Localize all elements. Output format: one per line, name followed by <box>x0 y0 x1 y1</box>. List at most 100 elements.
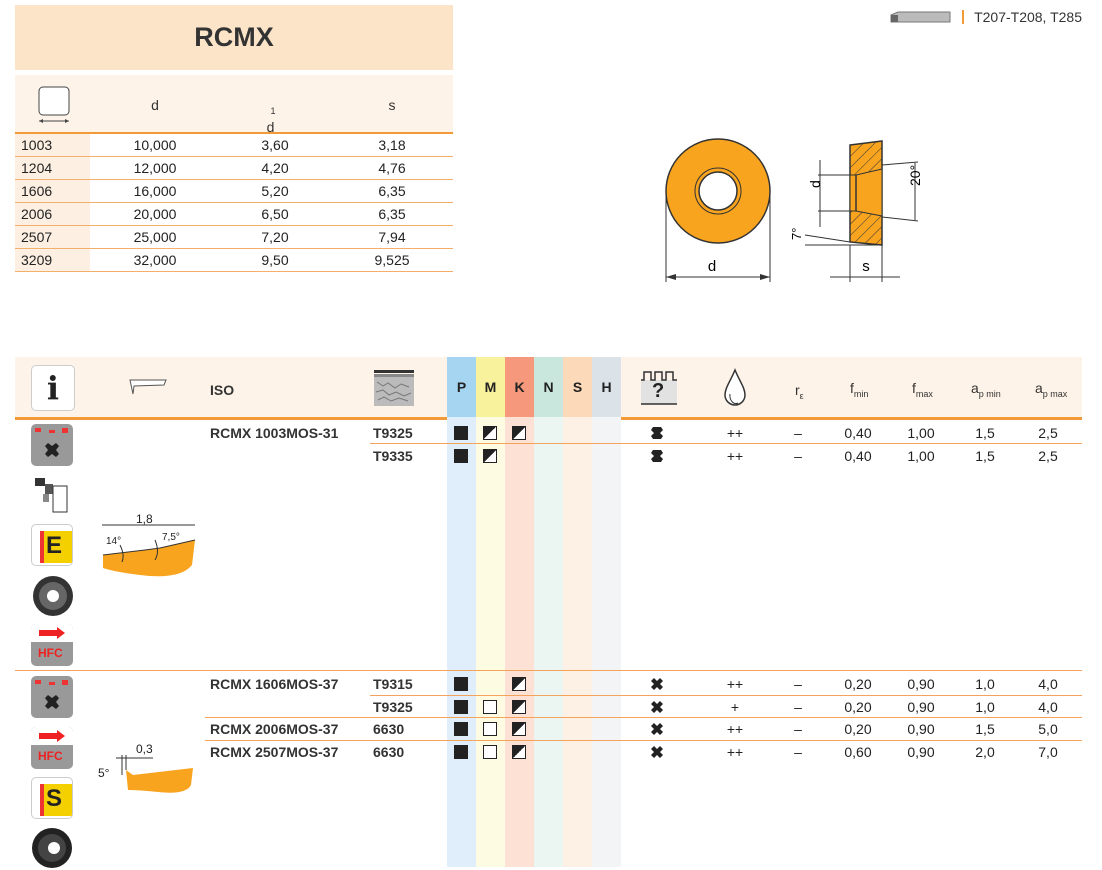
row-divider <box>370 695 1082 696</box>
chip-cross-icon <box>651 701 663 713</box>
material-header: M <box>476 357 505 417</box>
dim-s-label: s <box>862 258 870 275</box>
suitability-full-mark <box>454 677 468 691</box>
suitability-full-mark <box>454 722 468 736</box>
suitability-half-mark <box>483 426 497 440</box>
header-fmax: fmax <box>912 380 933 399</box>
r-value: – <box>794 425 802 441</box>
page-title: RCMX <box>15 5 453 70</box>
suitability-full-mark <box>454 745 468 759</box>
apmin-value: 1,5 <box>975 448 995 464</box>
suitability-half-mark <box>512 677 526 691</box>
d-value: 20,000 <box>133 206 177 222</box>
fmax-value: 0,90 <box>907 744 935 760</box>
suitability-full-mark <box>454 449 468 463</box>
dim-d1-label: d <box>807 180 823 188</box>
apmin-value: 1,5 <box>975 721 995 737</box>
material-header: H <box>592 357 621 417</box>
edge-dim: 0,3 <box>136 742 153 756</box>
material-column-N: N <box>534 357 563 867</box>
d1-value: 6,50 <box>261 206 289 222</box>
edge-angle: 5° <box>98 766 110 780</box>
chip-cross-icon <box>651 678 663 690</box>
application-icon <box>31 676 73 718</box>
suitability-half-mark <box>512 700 526 714</box>
material-header: P <box>447 357 476 417</box>
apmin-sub: p min <box>978 388 1001 399</box>
series-label: T207-T208, T285 <box>974 9 1082 25</box>
header-fmin: fmin <box>850 380 868 399</box>
row-divider <box>15 670 1082 671</box>
dims-row: 2006 20,000 6,50 6,35 <box>15 203 453 226</box>
chip-cross-icon <box>651 723 663 735</box>
cool-value: + <box>730 699 740 715</box>
suitability-empty-mark <box>483 700 497 714</box>
dims-row: 3209 32,000 9,50 9,525 <box>15 249 453 272</box>
suitability-empty-mark <box>483 745 497 759</box>
grade: T9335 <box>373 448 413 464</box>
suitability-half-mark <box>512 722 526 736</box>
apmax-value: 2,5 <box>1038 448 1058 464</box>
chip-cross-icon <box>651 746 663 758</box>
row-divider <box>205 740 1082 741</box>
fmin-value: 0,20 <box>844 699 872 715</box>
edge-geometry-1: 1,8 14° 7,5° <box>100 510 200 580</box>
grade: 6630 <box>373 744 405 760</box>
r-label: r <box>795 382 800 398</box>
fmax-value: 0,90 <box>907 699 935 715</box>
cool-value: ++ <box>726 448 744 464</box>
class-letter: S <box>46 785 63 812</box>
hfc-icon: HFC <box>31 727 73 769</box>
cool-value: ++ <box>726 721 744 737</box>
row-divider <box>205 717 1082 718</box>
size-code: 2006 <box>15 203 90 225</box>
edge-dim: 1,8 <box>136 512 153 526</box>
class-e-icon: E <box>31 524 73 566</box>
coolant-drop-icon <box>724 368 746 406</box>
edge-geometry-2: 0,3 5° <box>98 740 198 800</box>
s-value: 3,18 <box>378 137 406 153</box>
fmin-sub: min <box>853 388 869 399</box>
suitability-half-mark <box>512 426 526 440</box>
apmax-sub: p max <box>1042 388 1068 399</box>
s-value: 4,76 <box>378 160 406 176</box>
info-icon[interactable]: i <box>31 365 75 411</box>
iso-code: RCMX 2006MOS-37 <box>210 721 339 737</box>
chip-double-icon <box>651 450 663 462</box>
header-d: d <box>151 97 159 113</box>
cool-value: ++ <box>726 744 744 760</box>
cutting-edge-icon <box>129 379 167 395</box>
dims-row: 1204 12,000 4,20 4,76 <box>15 157 453 180</box>
size-code: 2507 <box>15 226 90 248</box>
fmax-value: 1,00 <box>907 448 935 464</box>
s-value: 9,525 <box>374 252 410 268</box>
tool-holder-icon <box>890 11 951 23</box>
d-value: 25,000 <box>133 229 177 245</box>
fmin-value: 0,20 <box>844 676 872 692</box>
fmin-value: 0,40 <box>844 448 872 464</box>
apmin-value: 1,0 <box>975 699 995 715</box>
d1-value: 5,20 <box>261 183 289 199</box>
fmin-label: f <box>850 380 854 396</box>
insert-size-icon <box>38 86 70 123</box>
hfc-label: HFC <box>38 646 63 660</box>
s-value: 6,35 <box>378 183 406 199</box>
grade: T9325 <box>373 425 413 441</box>
suitability-half-mark <box>512 745 526 759</box>
suitability-full-mark <box>454 426 468 440</box>
fmax-value: 0,90 <box>907 676 935 692</box>
cool-value: ++ <box>726 425 744 441</box>
row-divider <box>370 443 1082 444</box>
d1-value: 3,60 <box>261 137 289 153</box>
r-value: – <box>794 721 802 737</box>
iso-code: RCMX 2507MOS-37 <box>210 744 339 760</box>
iso-code: RCMX 1606MOS-37 <box>210 676 339 692</box>
apmax-value: 7,0 <box>1038 744 1058 760</box>
apmin-value: 2,0 <box>975 744 995 760</box>
material-column-M: M <box>476 357 505 867</box>
apmin-value: 1,0 <box>975 676 995 692</box>
